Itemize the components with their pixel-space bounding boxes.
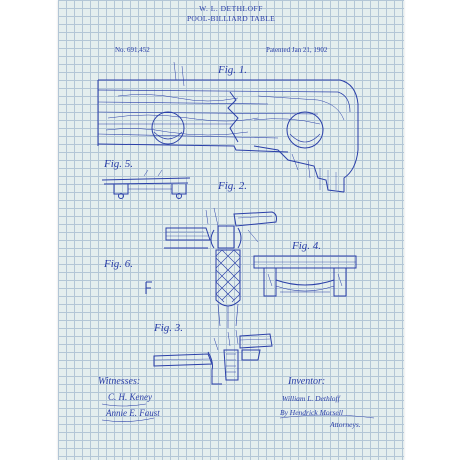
attorney-signature: By Hendrick Morsell bbox=[280, 408, 343, 417]
figure-6-label: Fig. 6. bbox=[104, 258, 134, 270]
witness-1-signature: C. H. Keney bbox=[108, 392, 152, 402]
patent-number: No. 691,452 bbox=[115, 46, 150, 54]
figure-2-label: Fig. 2. bbox=[218, 180, 248, 192]
patent-drawing bbox=[97, 61, 375, 422]
witness-2-line bbox=[101, 417, 155, 422]
patent-date: Patented Jan 21, 1902 bbox=[266, 46, 328, 54]
figure-5-label: Fig. 5. bbox=[104, 158, 134, 170]
figure-1-label: Fig. 1. bbox=[218, 64, 248, 76]
witness-1-line bbox=[101, 403, 147, 407]
witnesses-label: Witnesses: bbox=[98, 376, 141, 387]
inventor-name-heading: W. L. DETHLOFF bbox=[199, 4, 263, 13]
figure-3-label: Fig. 3. bbox=[154, 322, 184, 334]
patent-sheet: W. L. DETHLOFF POOL-BILLIARD TABLE No. 6… bbox=[58, 0, 404, 460]
figure-2-drawing bbox=[164, 207, 277, 328]
figure-4-label: Fig. 4. bbox=[292, 240, 322, 252]
figure-1-drawing bbox=[97, 61, 359, 193]
inventor-label: Inventor: bbox=[288, 376, 326, 387]
witness-2-signature: Annie E. Faust bbox=[106, 408, 160, 418]
figure-3-drawing bbox=[153, 329, 273, 385]
patent-title: POOL-BILLIARD TABLE bbox=[186, 14, 276, 23]
inventor-line bbox=[279, 414, 375, 419]
inventor-signature: William L. Dethloff bbox=[282, 394, 340, 403]
figure-4-drawing bbox=[253, 255, 357, 297]
figure-6-drawing bbox=[145, 281, 152, 294]
attorneys-label: Attorneys. bbox=[330, 420, 361, 429]
figure-5-drawing bbox=[101, 169, 191, 199]
